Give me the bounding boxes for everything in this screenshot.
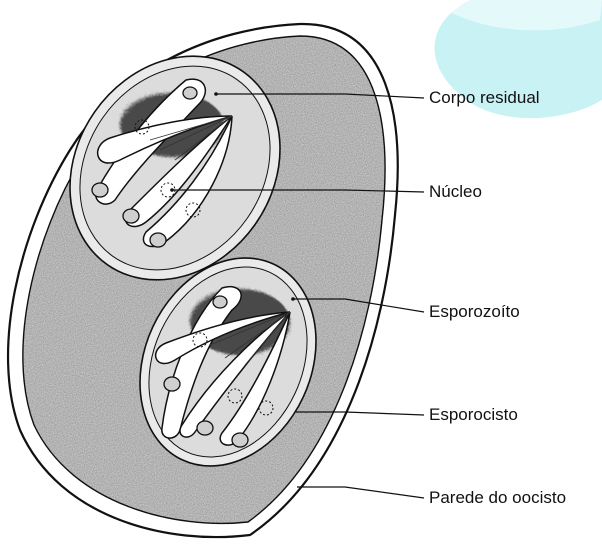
label-esporocisto: Esporocisto [429, 405, 518, 425]
label-esporozoito: Esporozoíto [429, 302, 520, 322]
label-corpo-residual: Corpo residual [429, 88, 540, 108]
leader-parede [297, 487, 424, 498]
label-nucleo: Núcleo [429, 182, 482, 202]
label-parede-do-oocisto: Parede do oocisto [429, 488, 566, 508]
